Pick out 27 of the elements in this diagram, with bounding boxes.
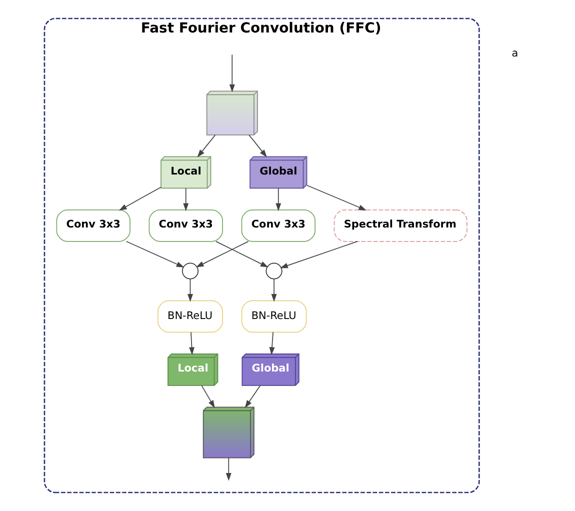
arrow: [188, 332, 194, 356]
label: a: [511, 47, 518, 60]
arrow: [195, 241, 248, 268]
arrow: [196, 134, 216, 158]
arrow: [200, 385, 214, 408]
node-box: Conv 3x3: [148, 210, 222, 242]
arrow: [306, 184, 366, 210]
arrow: [270, 278, 276, 302]
node-box: Spectral Transform: [333, 210, 467, 242]
arrow: [182, 188, 188, 212]
node-box: BN-ReLU: [240, 300, 306, 333]
arrow: [275, 188, 281, 212]
arrow: [215, 241, 268, 268]
node-circle: [265, 262, 282, 280]
node-box: Conv 3x3: [240, 210, 315, 242]
node-box: Conv 3x3: [56, 210, 130, 242]
arrow: [125, 241, 184, 268]
arrow: [248, 134, 267, 158]
arrow: [225, 457, 231, 481]
arrow: [268, 332, 274, 356]
arrow: [228, 54, 234, 92]
arrow: [118, 186, 161, 211]
arrow: [244, 385, 260, 408]
node-circle: [181, 262, 198, 280]
node-box: BN-ReLU: [157, 300, 222, 333]
arrow: [279, 241, 358, 268]
arrow: [186, 278, 192, 302]
